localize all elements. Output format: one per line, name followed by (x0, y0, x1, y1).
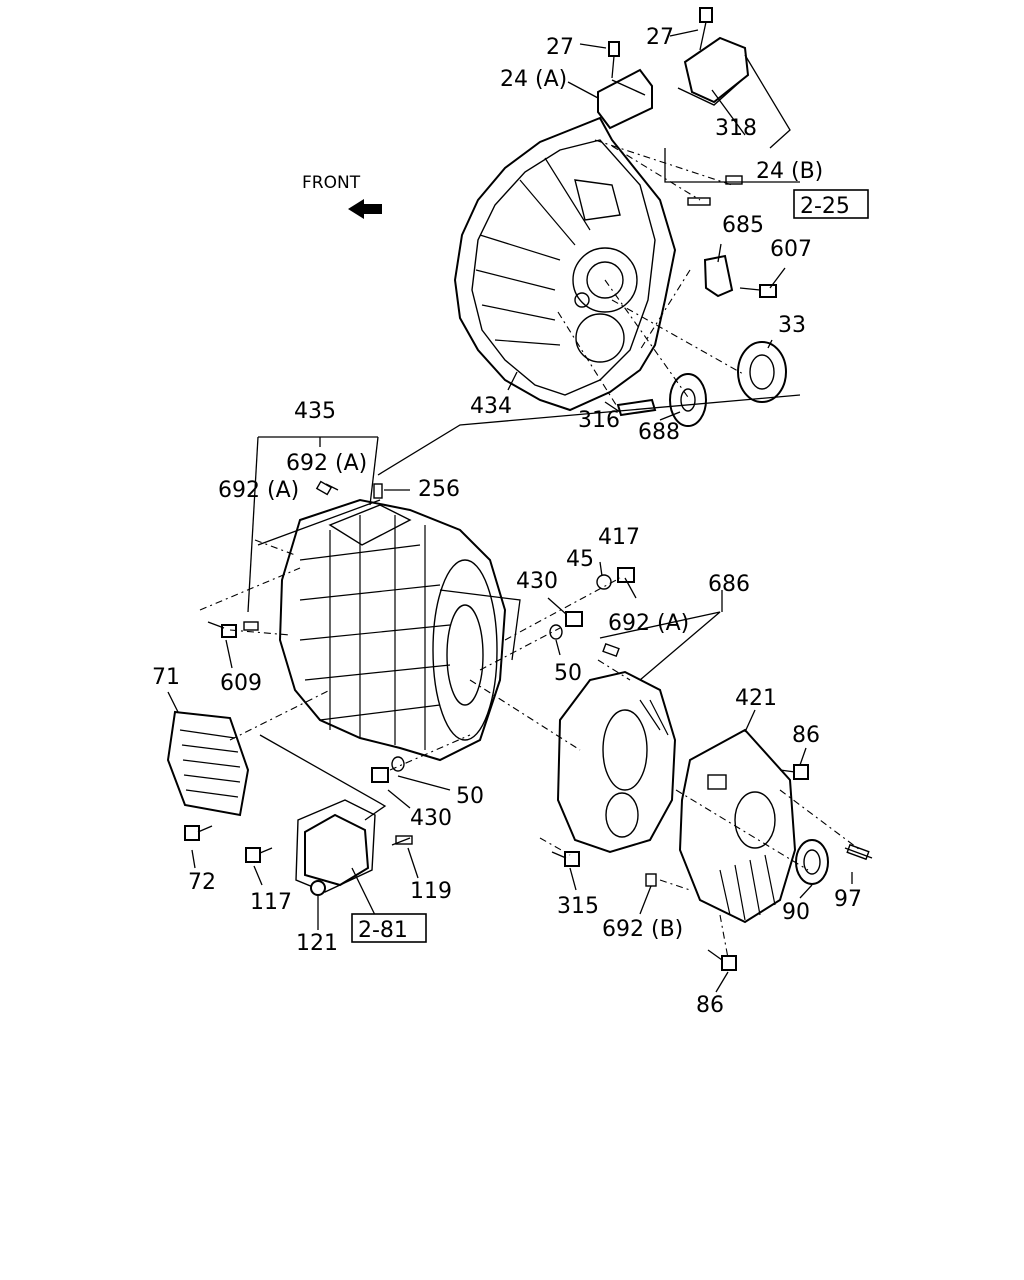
callout-50-top: 50 (554, 661, 582, 686)
callout-71: 71 (152, 665, 180, 690)
callout-692a-left: 692 (A) (218, 478, 299, 503)
callout-121: 121 (296, 931, 338, 956)
callout-421: 421 (735, 686, 777, 711)
grouping-lines (167, 29, 853, 993)
plug-430-bottom (371, 767, 389, 783)
callout-688: 688 (638, 420, 680, 445)
callout-686: 686 (708, 572, 750, 597)
intermediate-plate-686 (556, 670, 677, 854)
bolt-27-left (608, 41, 620, 79)
bolt-86-bottom (707, 949, 737, 971)
callout-316: 316 (578, 408, 620, 433)
callout-119: 119 (410, 879, 452, 904)
front-label: FRONT (302, 173, 361, 193)
cover-71 (166, 710, 250, 817)
callout-607: 607 (770, 237, 812, 262)
oring-50-top (549, 624, 563, 640)
oring-50-bottom (391, 756, 405, 772)
bolt-27-right (699, 7, 713, 51)
cover-24a (597, 68, 653, 130)
bracket-685 (703, 254, 734, 298)
callout-318: 318 (715, 116, 757, 141)
bolt-315 (551, 851, 580, 867)
ref-2-81[interactable]: 2-81 (358, 918, 408, 943)
callout-45: 45 (566, 547, 594, 572)
callout-33: 33 (778, 313, 806, 338)
front-arrow-icon (348, 199, 382, 219)
bearing-688 (669, 373, 707, 427)
callout-692a-mid: 692 (A) (608, 611, 689, 636)
callout-27-right: 27 (646, 25, 674, 50)
callout-417: 417 (598, 525, 640, 550)
ref-2-25[interactable]: 2-25 (800, 194, 850, 219)
plate-316 (616, 398, 657, 417)
callout-86-top: 86 (792, 723, 820, 748)
ref-box-2-25[interactable] (793, 189, 869, 219)
callout-24a: 24 (A) (500, 67, 567, 92)
dowels-2-25 (687, 175, 743, 206)
callout-434: 434 (470, 394, 512, 419)
cover-318 (677, 36, 750, 106)
callout-685: 685 (722, 213, 764, 238)
callout-609: 609 (220, 671, 262, 696)
oring-45 (596, 574, 612, 590)
bolt-72 (184, 825, 213, 841)
stud-97 (844, 843, 873, 861)
callout-430-top: 430 (516, 569, 558, 594)
callout-24b: 24 (B) (756, 159, 823, 184)
callout-435: 435 (294, 399, 336, 424)
transmission-case-435 (278, 498, 507, 762)
ref-box-2-81[interactable] (351, 913, 427, 943)
callout-72: 72 (188, 870, 216, 895)
stud-119 (391, 835, 413, 846)
callout-27-left: 27 (546, 35, 574, 60)
bolt-609 (207, 621, 259, 638)
pin-256 (373, 483, 383, 499)
callout-90: 90 (782, 900, 810, 925)
callout-86-bottom: 86 (696, 993, 724, 1018)
dowel-692a-top (315, 480, 333, 496)
bolt-117 (245, 847, 273, 863)
callout-97: 97 (834, 887, 862, 912)
bolt-607 (739, 284, 777, 298)
clutch-housing-434 (453, 116, 677, 412)
callout-692b: 692 (B) (602, 917, 683, 942)
plug-417 (617, 567, 635, 583)
seal-90 (795, 839, 829, 885)
callout-692a-upper: 692 (A) (286, 451, 367, 476)
callout-315: 315 (557, 894, 599, 919)
dowel-692b (645, 873, 657, 887)
callout-430-bottom: 430 (410, 806, 452, 831)
seal-33 (737, 341, 787, 403)
cover-assembly-2-81 (295, 799, 376, 893)
callout-256: 256 (418, 477, 460, 502)
callout-50-bottom: 50 (456, 784, 484, 809)
plug-430-top (565, 611, 583, 627)
nut-121 (310, 880, 326, 896)
bolt-86-top (779, 764, 809, 780)
callout-117: 117 (250, 890, 292, 915)
dowel-692a-mid (602, 642, 620, 658)
rear-cover-421 (678, 728, 797, 924)
assembly-lines (199, 139, 861, 959)
